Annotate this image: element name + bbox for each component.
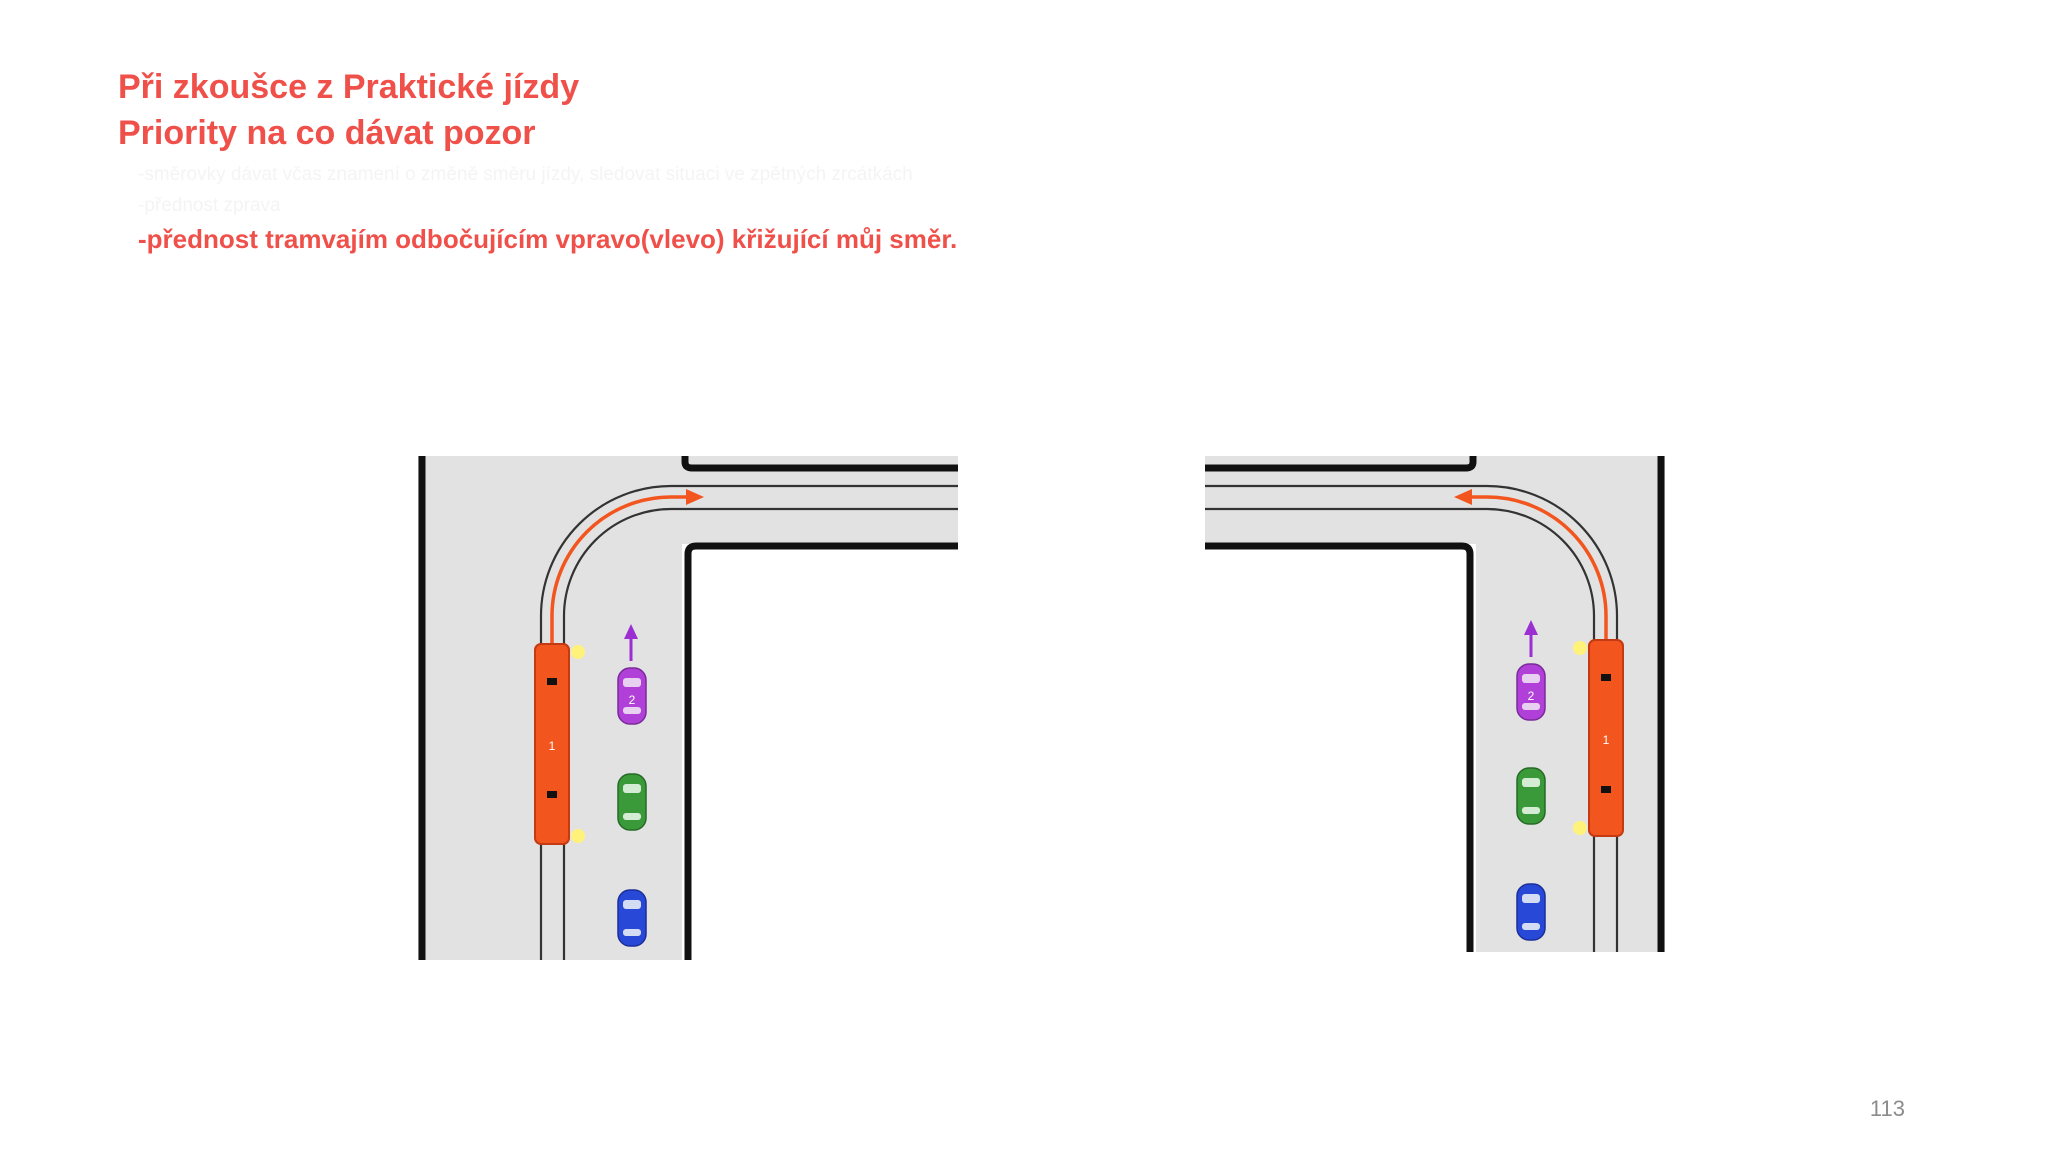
car-2-direction-arrowhead <box>624 624 638 639</box>
slide-title-line1: Při zkoušce z Praktické jízdy <box>118 68 580 106</box>
car-2-label: 2 <box>629 693 636 707</box>
tram-indicator-rear <box>571 829 585 843</box>
tram-rail-inner <box>1205 507 1596 952</box>
car-blue <box>617 889 647 947</box>
slide-title-line2: Priority na co dávat pozor <box>118 114 536 152</box>
curb-inner-corner <box>684 542 958 960</box>
tram-indicator-rear <box>1573 821 1587 835</box>
car-green <box>1516 767 1546 825</box>
road-surface <box>1205 456 1665 952</box>
car-blue <box>1516 883 1546 941</box>
car-2-purple: 2 <box>617 667 647 725</box>
curb-top <box>1205 456 1477 472</box>
tram-rail-outer <box>539 484 958 960</box>
tram-1: 1 <box>534 643 570 845</box>
diagram-tram-turn-right: 1 2 <box>418 456 958 960</box>
car-2-purple: 2 <box>1516 663 1546 721</box>
car-2-direction-arrowhead <box>1524 620 1538 635</box>
tram-indicator-front <box>1573 641 1587 655</box>
tram-1-label: 1 <box>549 739 556 753</box>
car-green <box>617 773 647 831</box>
car-2-label: 2 <box>1528 689 1535 703</box>
tram-path-arrow <box>550 495 686 656</box>
faint-bullet-right-priority: -přednost zprava <box>138 195 281 216</box>
page-number: 113 <box>1869 1096 1905 1121</box>
curb-inner-corner <box>1205 542 1474 952</box>
tram-1-label: 1 <box>1603 733 1610 747</box>
tram-1: 1 <box>1588 639 1624 837</box>
main-bullet-tram-priority: -přednost tramvajím odbočujícím vpravo(v… <box>138 224 958 254</box>
tram-path-arrow <box>1472 495 1608 656</box>
tram-rail-inner <box>562 507 958 960</box>
curb-top <box>681 456 958 472</box>
tram-path-arrowhead <box>686 489 704 505</box>
tram-rail-outer <box>1205 484 1619 952</box>
diagram-tram-turn-left: 1 2 <box>1205 456 1665 952</box>
faint-bullet-signals: -směrovky dávat včas znamení o změně smě… <box>138 164 913 185</box>
tram-path-arrowhead <box>1454 489 1472 505</box>
tram-indicator-front <box>571 645 585 659</box>
